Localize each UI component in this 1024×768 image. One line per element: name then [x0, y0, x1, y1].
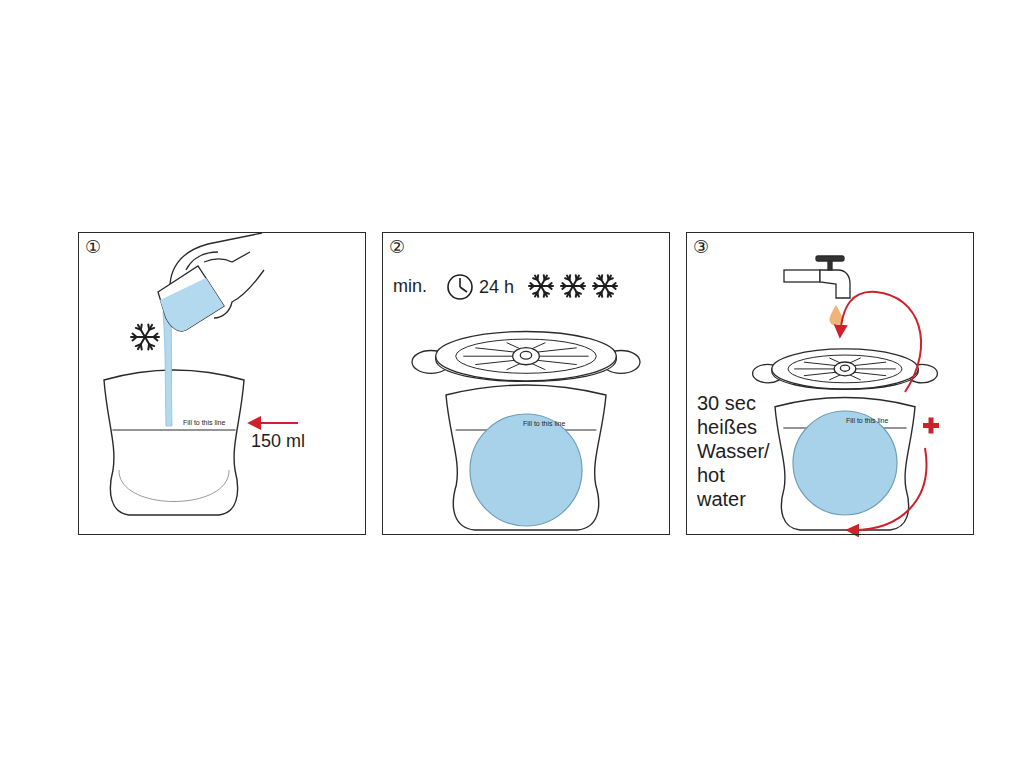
fill-line-label: Fill to this line	[523, 420, 565, 428]
fill-line-label: Fill to this line	[846, 417, 888, 425]
container	[104, 370, 244, 515]
time-label: 24 h	[479, 277, 514, 298]
step-number: ①	[85, 237, 101, 258]
fill-arrow	[250, 422, 298, 424]
frozen-ball	[793, 411, 897, 515]
step-panel: ① Fill to this line 150 ml	[78, 232, 366, 535]
water-drop	[829, 305, 842, 326]
lid	[412, 332, 640, 382]
time-label: min.	[393, 276, 427, 297]
instruction-text: 30 sec heißes Wasser/ hot water	[697, 391, 777, 511]
step-panel: ② min. 24 h Fill to this line	[382, 232, 670, 535]
cup-water	[160, 278, 224, 331]
snowflake-symbol	[131, 324, 159, 349]
water-tap	[784, 256, 850, 298]
water-stream	[163, 312, 172, 426]
frozen-ball	[470, 414, 582, 526]
step-number: ③	[693, 237, 709, 258]
cycle-arrow	[840, 292, 921, 392]
clock-symbol	[448, 275, 472, 299]
plus-symbol	[923, 418, 939, 434]
fill-line	[112, 430, 235, 431]
measuring-cup	[158, 266, 224, 331]
step-number: ②	[389, 237, 405, 258]
snowflake-symbol	[529, 275, 553, 296]
fill-line-label: Fill to this line	[183, 419, 225, 427]
cycle-arrow	[848, 448, 926, 530]
step-panel: ③ 30 sec heißes Wasser/ hot water Fill to …	[686, 232, 974, 535]
container	[775, 398, 915, 530]
container	[446, 385, 606, 530]
snowflake-symbol	[593, 275, 617, 296]
volume-label: 150 ml	[251, 431, 305, 452]
hand	[170, 233, 264, 318]
inner-bag	[119, 470, 229, 502]
snowflake-symbol	[561, 275, 585, 296]
